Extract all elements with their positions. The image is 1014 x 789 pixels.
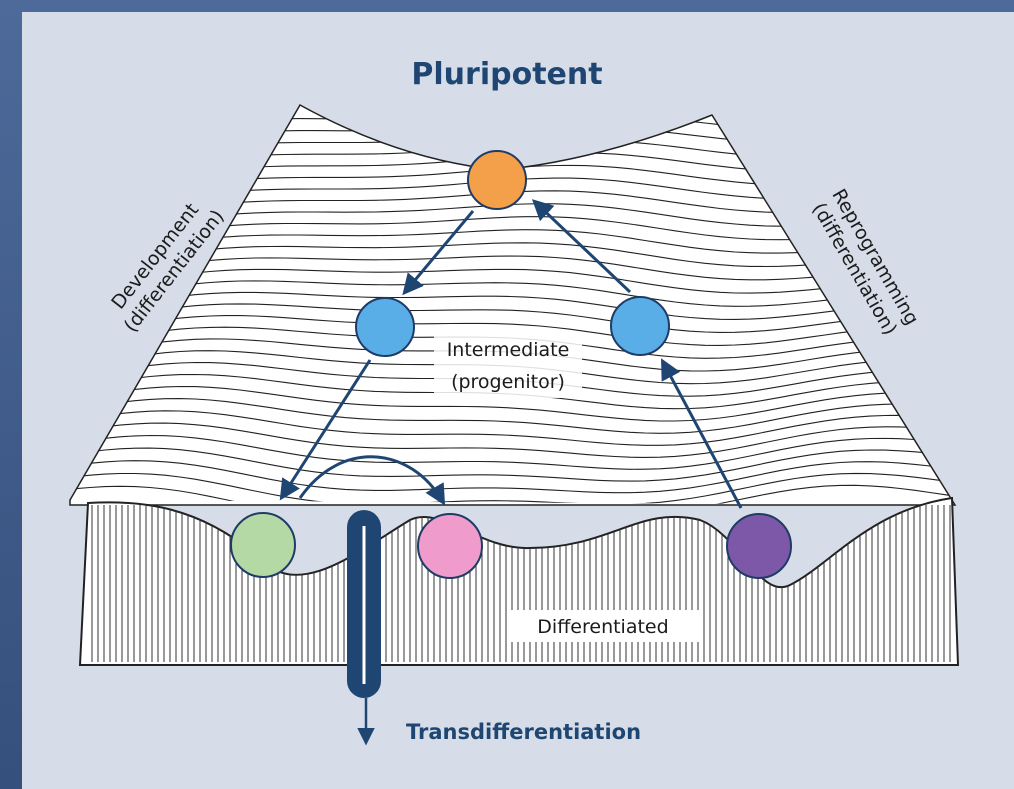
contour-line bbox=[70, 127, 955, 152]
contour-line bbox=[70, 280, 955, 307]
contour-line bbox=[70, 472, 955, 505]
differentiated-cell-purple bbox=[726, 513, 792, 579]
progenitor-cell-right bbox=[610, 296, 670, 356]
contour-line bbox=[70, 410, 955, 446]
title: Pluripotent bbox=[411, 57, 602, 92]
arrow-purple-to-progenitor bbox=[661, 358, 743, 509]
contour-line bbox=[70, 255, 955, 281]
arrow-progenitor-to-pluripotent bbox=[531, 199, 632, 294]
progenitor-cell-left bbox=[355, 297, 415, 357]
arrow-pluripotent-to-progenitor bbox=[402, 210, 475, 296]
contour-line bbox=[70, 105, 955, 126]
contour-line bbox=[70, 114, 955, 139]
contour-line bbox=[70, 434, 955, 470]
intermediate-label-line2: (progenitor) bbox=[451, 371, 565, 393]
pluripotent-cell bbox=[467, 150, 527, 210]
contour-line bbox=[70, 315, 955, 346]
contour-line bbox=[70, 398, 955, 434]
differentiated-cell-pink bbox=[417, 513, 483, 579]
contour-line bbox=[70, 303, 955, 333]
intermediate-label-line1: Intermediate bbox=[447, 339, 570, 361]
contour-line bbox=[70, 484, 955, 505]
transdifferentiation-label: Transdifferentiation bbox=[406, 720, 641, 744]
differentiated-label: Differentiated bbox=[537, 616, 668, 638]
contour-line bbox=[70, 385, 955, 422]
differentiated-label-backdrop bbox=[510, 610, 700, 642]
intermediate-label-backdrop bbox=[434, 332, 582, 398]
contour-line bbox=[70, 422, 955, 458]
contour-line bbox=[70, 268, 955, 294]
differentiated-cell-green bbox=[230, 512, 296, 578]
contour-line bbox=[70, 447, 955, 482]
contour-line bbox=[70, 460, 955, 494]
arrow-green-to-pink bbox=[298, 455, 446, 506]
arrow-progenitor-to-green bbox=[279, 359, 372, 501]
contour-line bbox=[70, 291, 955, 320]
